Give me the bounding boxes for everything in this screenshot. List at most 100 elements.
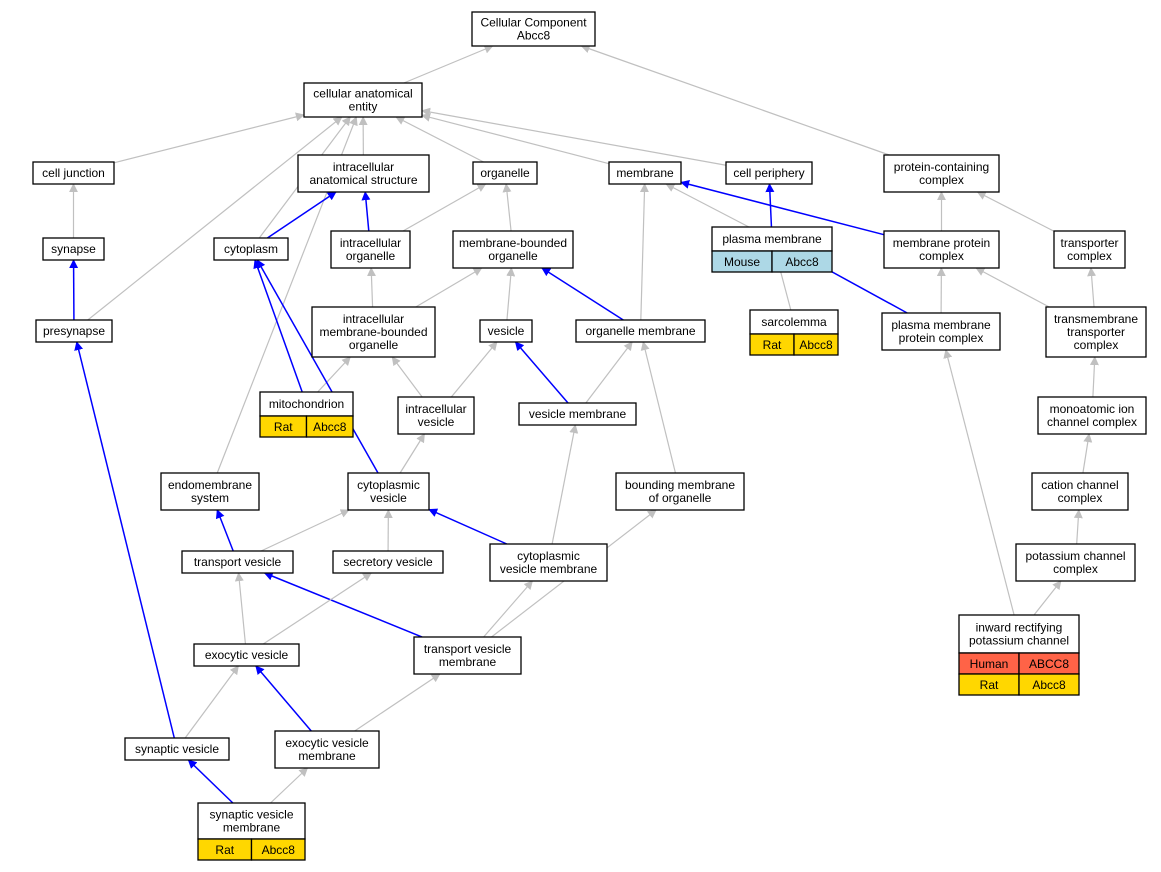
node-box	[725, 161, 813, 185]
node-box	[883, 230, 1000, 269]
node-label: cell periphery	[733, 166, 804, 180]
node-label: cell junction	[42, 166, 105, 180]
edge-monoatomic-ion-channel-to-tm-transporter-complex	[1089, 356, 1099, 398]
edge-organelle-membrane-to-mb-organelle	[541, 267, 624, 321]
edge-mitochondrion-to-intra-mb-organelle	[317, 356, 351, 393]
edge-intra-mb-organelle-to-intracellular-organelle	[366, 267, 376, 308]
node-label: vesicle membrane	[529, 407, 627, 421]
node-box	[471, 11, 596, 47]
node-presynapse[interactable]: presynapse	[35, 319, 113, 343]
node-box	[881, 312, 1001, 351]
node-label: transporter	[1060, 236, 1118, 250]
edge-inward-rectifying-to-potassium-channel	[1033, 580, 1062, 616]
node-label: complex	[919, 173, 964, 187]
node-label: complex	[919, 249, 964, 263]
annotation-gene-cell	[1018, 673, 1080, 696]
edge-mitochondrion-to-cytoplasm	[253, 259, 303, 393]
node-label: transport vesicle	[194, 555, 282, 569]
node-label: protein-containing	[894, 160, 989, 174]
edge-cyto-vesicle-membrane-to-vesicle-membrane	[551, 424, 579, 545]
node-box	[259, 391, 354, 417]
annotation-gene: Abcc8	[785, 255, 819, 269]
node-organelle-membrane[interactable]: organelle membrane	[575, 319, 706, 343]
node-box	[615, 472, 745, 511]
node-label: entity	[349, 100, 378, 114]
node-label: transporter	[1067, 325, 1125, 339]
node-label: membrane	[616, 166, 674, 180]
node-box	[297, 154, 430, 193]
node-box	[303, 82, 423, 118]
node-vesicle-membrane[interactable]: vesicle membrane	[518, 402, 637, 426]
node-box	[518, 402, 637, 426]
node-membrane[interactable]: membrane	[608, 161, 682, 185]
node-label: membrane-bounded	[319, 325, 427, 339]
edge-vesicle-membrane-to-vesicle	[514, 341, 569, 404]
node-box	[197, 802, 306, 840]
node-cell-junction[interactable]: cell junction	[32, 161, 115, 185]
node-transport-vesicle[interactable]: transport vesicle	[181, 550, 294, 574]
node-label: potassium channel	[1025, 549, 1125, 563]
node-vesicle[interactable]: vesicle	[479, 319, 533, 343]
node-label: complex	[1067, 249, 1112, 263]
node-cell-periphery[interactable]: cell periphery	[725, 161, 813, 185]
edge-transporter-complex-to-protein-complex	[976, 191, 1055, 232]
node-secretory-vesicle[interactable]: secretory vesicle	[332, 550, 444, 574]
node-label: complex	[1058, 491, 1103, 505]
edge-intracellular-organelle-to-organelle	[402, 183, 487, 232]
node-exocytic-vesicle[interactable]: exocytic vesicle	[193, 643, 300, 667]
node-label: cytoplasmic	[357, 478, 420, 492]
node-label: sarcolemma	[761, 315, 827, 329]
node-organelle[interactable]: organelle	[472, 161, 538, 185]
annotation-gene: Abcc8	[1032, 678, 1066, 692]
node-label: exocytic vesicle	[285, 736, 369, 750]
node-box	[213, 237, 289, 261]
edge-bounding-membrane-to-organelle-membrane	[640, 341, 677, 474]
node-synaptic-vesicle[interactable]: synaptic vesicle	[124, 737, 230, 761]
node-label: monoatomic ion	[1050, 402, 1135, 416]
node-label: Abcc8	[517, 29, 551, 43]
edge-cell-junction-to-cae	[113, 112, 305, 164]
edge-synaptic-vesicle-membrane-to-exocytic-vesicle-membrane	[270, 767, 309, 804]
node-label: organelle membrane	[585, 324, 695, 338]
node-box	[160, 472, 260, 511]
annotation-species: Rat	[215, 843, 234, 857]
node-label: presynapse	[43, 324, 105, 338]
node-synapse[interactable]: synapse	[42, 237, 105, 261]
edge-potassium-channel-to-cation-channel	[1073, 509, 1083, 545]
node-cytoplasm[interactable]: cytoplasm	[213, 237, 289, 261]
edge-vesicle-to-mb-organelle	[506, 267, 516, 321]
node-label: mitochondrion	[269, 397, 344, 411]
node-box	[311, 306, 436, 358]
node-label: organelle	[346, 249, 396, 263]
edge-exocytic-vesicle-to-secretory-vesicle	[262, 572, 373, 645]
node-label: intracellular	[333, 160, 394, 174]
edge-cytoplasmic-vesicle-to-cytoplasm	[256, 259, 379, 474]
node-label: intracellular	[340, 236, 401, 250]
